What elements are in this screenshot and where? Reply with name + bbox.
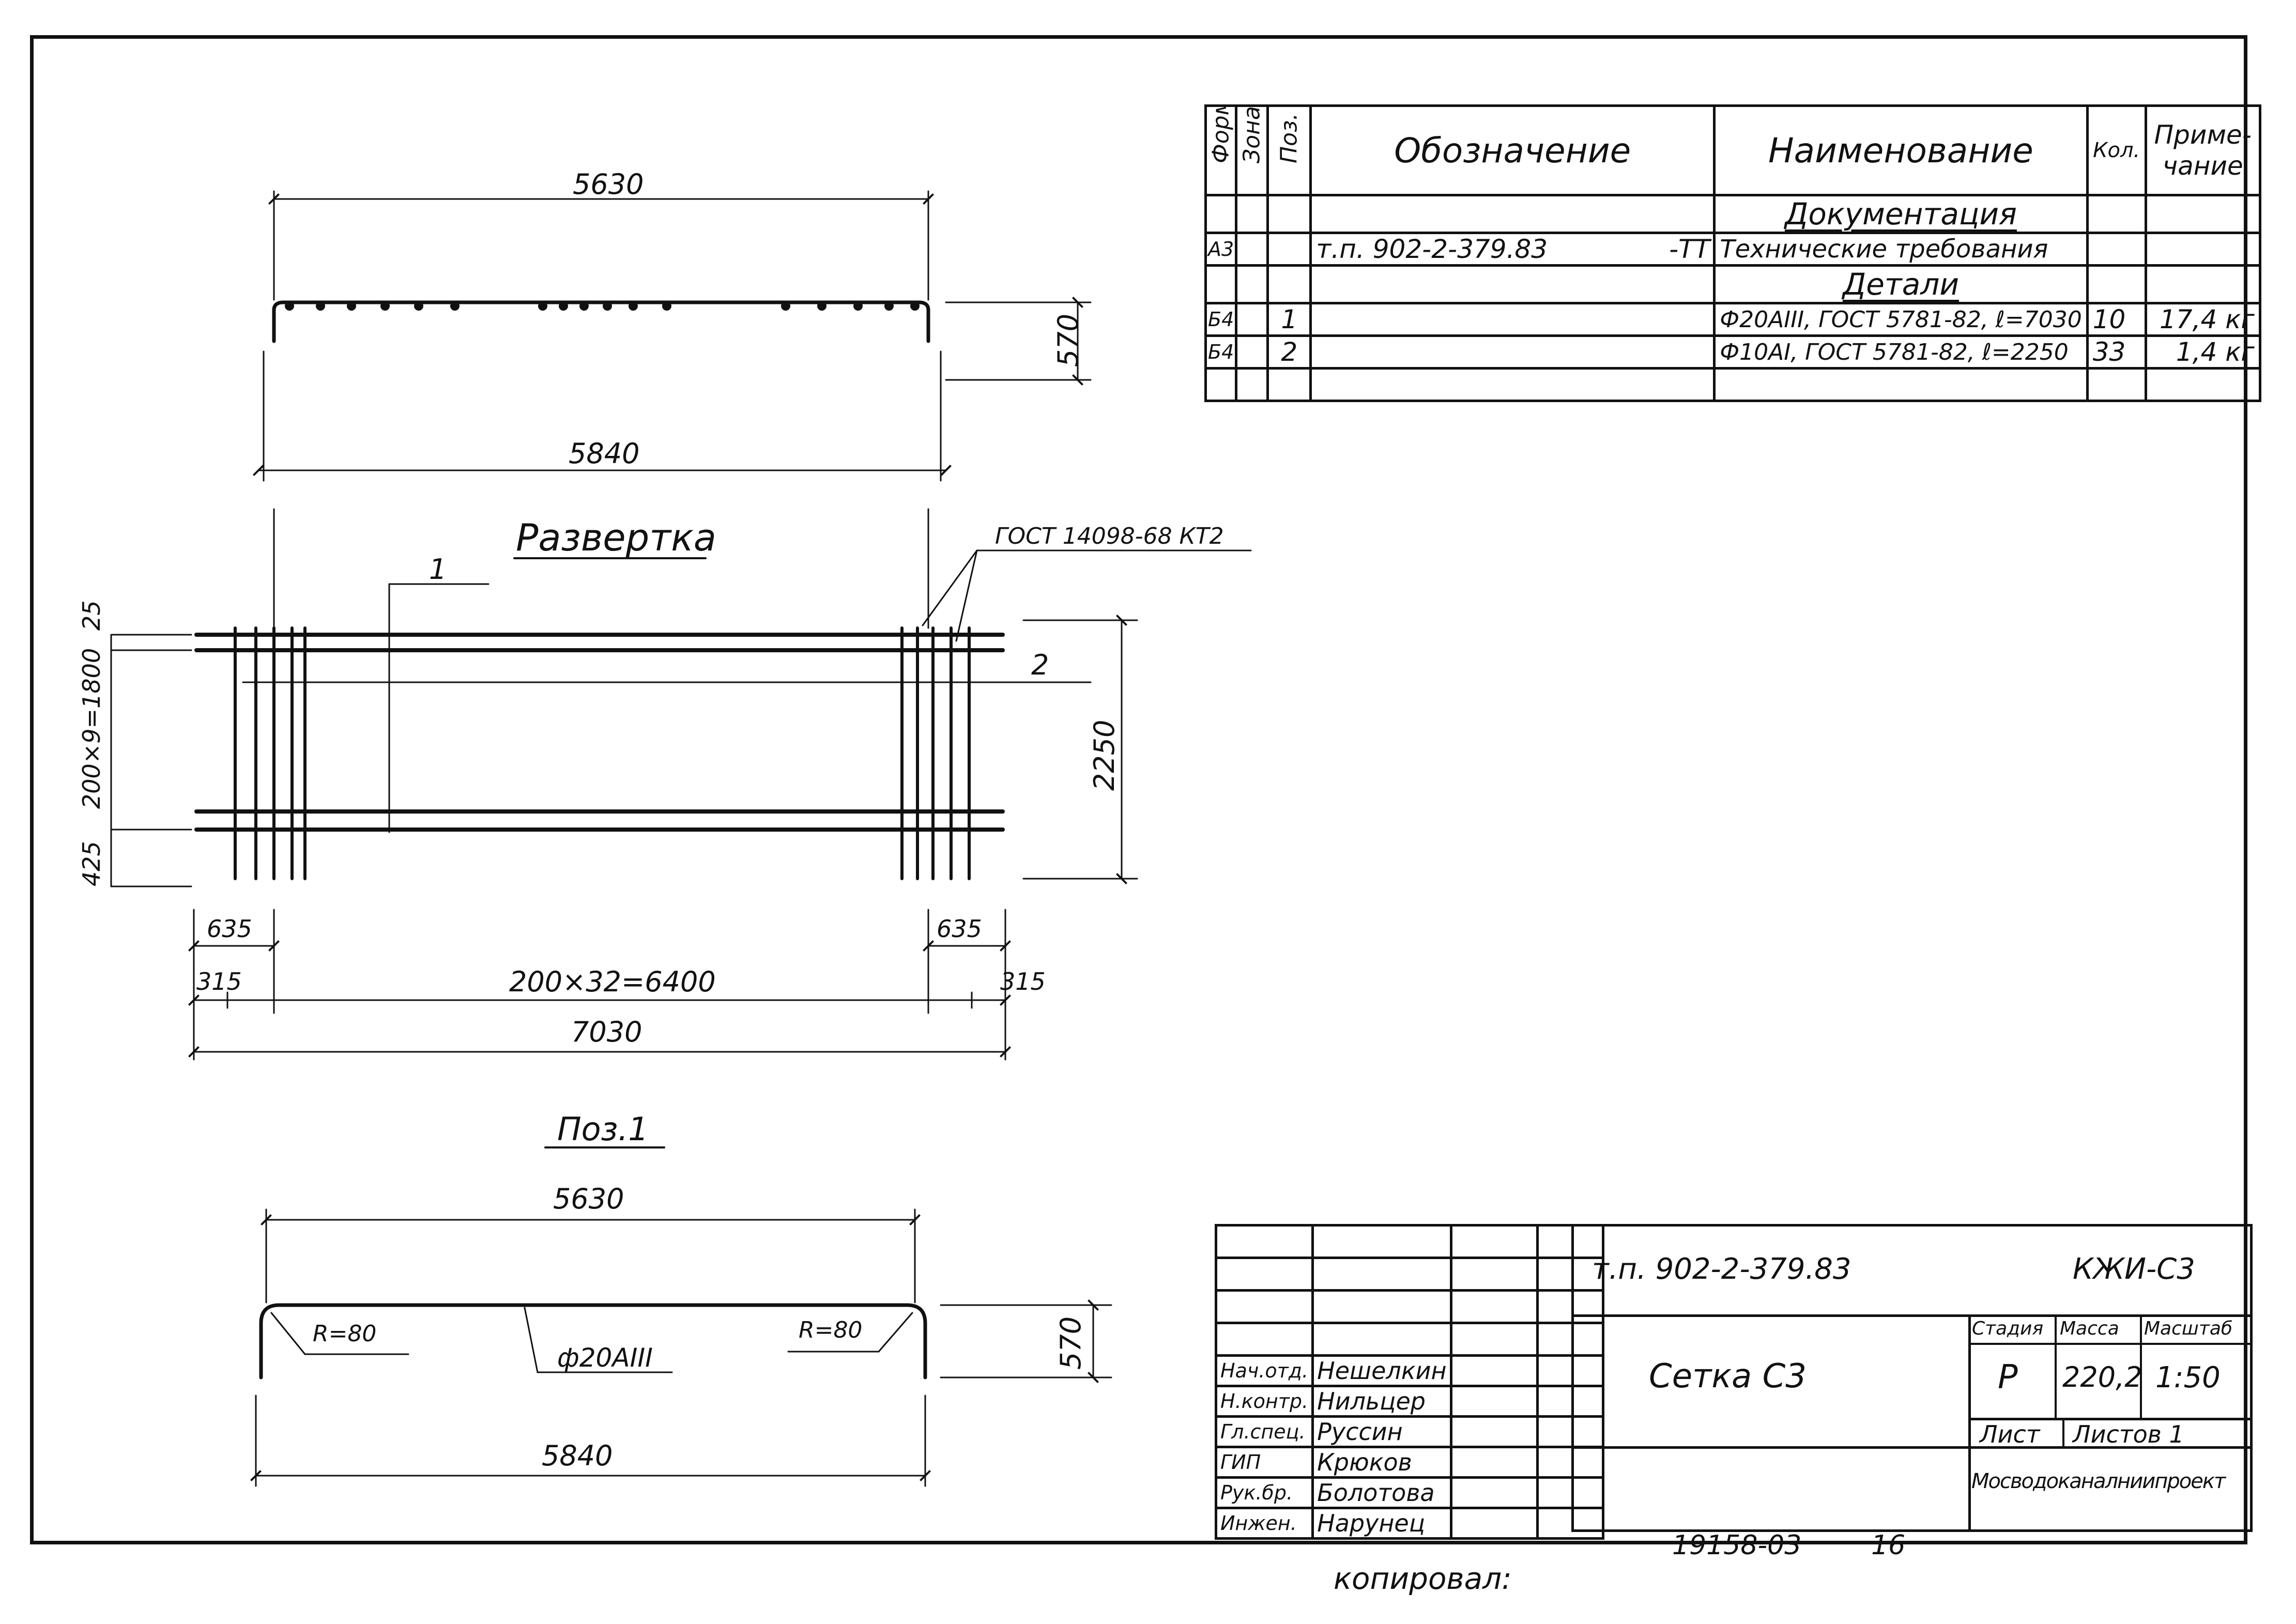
unfold-cross-bars [234, 626, 971, 880]
spec-header-row: Формат Зона Поз. Обозначение Наименовани… [1204, 104, 2261, 196]
dim-right-2250: 2250 [1088, 719, 1121, 791]
section-documentation: Документация [1713, 194, 2089, 234]
spec-row: А3 т.п. 902-2-379.83 -ТТ Технические тре… [1204, 232, 2261, 267]
unfold-title: Развертка [516, 516, 716, 559]
archive-number: 19158-03 [1672, 1530, 1802, 1561]
doc-name: Технические требования [1713, 232, 2089, 267]
dim-315-right: 315 [1000, 968, 1046, 995]
bar-label: ф20АIII [557, 1343, 653, 1373]
weld-note: ГОСТ 14098-68 КТ2 [995, 523, 1224, 549]
specification-table: Формат Зона Поз. Обозначение Наименовани… [1204, 104, 2261, 402]
spec-row: Б4 1 Ф20АIII, ГОСТ 5781-82, ℓ=7030 10 17… [1204, 302, 2261, 337]
pos2-label: 2 [1031, 649, 1049, 681]
pos1-label: 1 [429, 553, 447, 586]
col-format: Формат [1204, 104, 1238, 196]
pos1-dim-570: 570 [1054, 1316, 1087, 1370]
unfold-dims [110, 508, 1252, 1061]
title-block: Нач.отд.Нешелкин Н.контр.Нильцер Гл.спец… [1214, 1224, 2255, 1540]
dim-635-right: 635 [937, 915, 982, 943]
staff-grid: Нач.отд.Нешелкин Н.контр.Нильцер Гл.спец… [1214, 1224, 1604, 1540]
top-view-dims [253, 190, 1092, 482]
top-dim-570: 570 [1052, 313, 1084, 367]
top-view-bar [272, 300, 930, 343]
col-name: Наименование [1713, 104, 2089, 196]
col-note: Приме-чание [2144, 104, 2261, 196]
pos1-dim-5630: 5630 [553, 1183, 624, 1215]
dim-spacing-6400: 200×32=6400 [509, 966, 716, 998]
doc-designation: т.п. 902-2-379.83 -ТТ [1309, 232, 1716, 267]
sheet-label: Лист [1980, 1420, 2040, 1448]
mass-header: Масса [2060, 1318, 2119, 1339]
sheets-label: Листов 1 [2073, 1420, 2184, 1448]
dim-left-25: 25 [78, 600, 105, 631]
copied-by: копировал: [1334, 1561, 1512, 1596]
spec-row: Детали [1204, 264, 2261, 304]
spec-row: Документация [1204, 194, 2261, 234]
top-dim-5840: 5840 [569, 437, 640, 470]
top-dim-5630: 5630 [573, 168, 644, 201]
drawing-code: КЖИ-С3 [2073, 1252, 2195, 1286]
dim-315-left: 315 [196, 968, 242, 995]
col-qty: Кол. [2086, 104, 2147, 196]
drawing-name: Сетка С3 [1649, 1357, 1807, 1396]
dim-total-7030: 7030 [571, 1016, 642, 1048]
unfold-long-bars [194, 633, 1005, 832]
pos1-bar [259, 1303, 927, 1380]
col-pos: Поз. [1266, 104, 1312, 196]
organization: Мосводоканалниипроект [1971, 1469, 2226, 1493]
project-number: т.п. 902-2-379.83 [1592, 1252, 1851, 1286]
top-view-crossbars [285, 301, 920, 311]
dim-left-425: 425 [78, 841, 105, 886]
scale-header: Масштаб [2144, 1318, 2233, 1339]
spec-row [1204, 367, 2261, 402]
col-designation: Обозначение [1309, 104, 1716, 196]
pos1-dims [250, 1208, 1112, 1487]
stage-value: Р [1998, 1358, 2018, 1397]
dim-635-left: 635 [207, 915, 252, 943]
scale-value: 1:50 [2155, 1361, 2221, 1395]
sheet-number: 16 [1871, 1530, 1906, 1561]
drawing-frame [30, 35, 2247, 1544]
pos1-dim-5840: 5840 [542, 1439, 613, 1472]
mass-value: 220,2 [2062, 1361, 2142, 1393]
pos1-title: Поз.1 [557, 1110, 649, 1148]
stage-header: Стадия [1972, 1318, 2044, 1339]
radius-left: R=80 [313, 1321, 377, 1347]
spec-row: Б4 2 Ф10АI, ГОСТ 5781-82, ℓ=2250 33 1,4 … [1204, 334, 2261, 370]
dim-left-1800: 200×9=1800 [78, 648, 105, 809]
col-zone: Зона [1235, 104, 1269, 196]
radius-right: R=80 [799, 1317, 863, 1343]
section-parts: Детали [1713, 264, 2089, 304]
